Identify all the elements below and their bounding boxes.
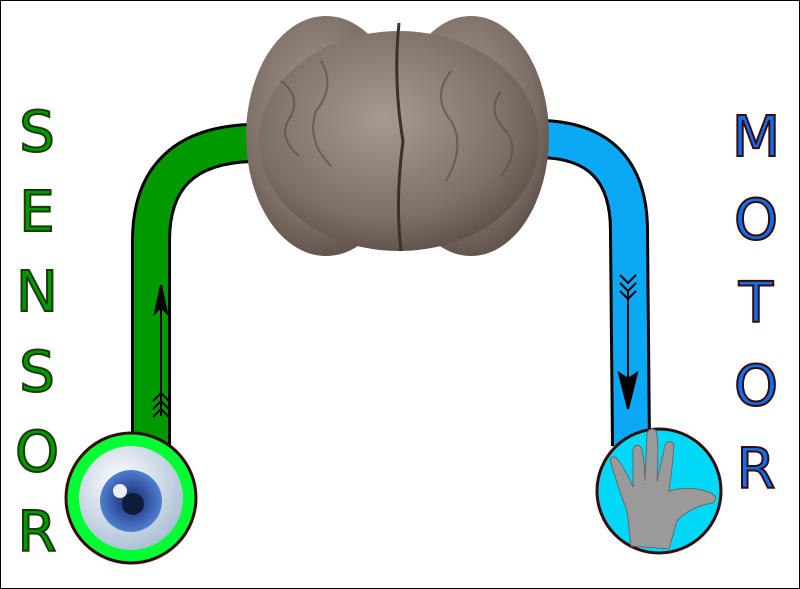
brain-icon: [246, 16, 549, 256]
hand-icon: [610, 428, 717, 550]
sensor-letter: O: [15, 420, 59, 485]
eye-icon: [79, 446, 183, 550]
up-arrow-icon: [152, 284, 170, 418]
motor-pathway: [539, 119, 651, 447]
eye-node: [64, 431, 198, 565]
hand-node: [595, 427, 723, 555]
sensor-letter: R: [18, 500, 57, 565]
sensor-letter: S: [19, 100, 55, 165]
down-arrow-icon: [617, 274, 639, 410]
motor-letter: O: [734, 354, 778, 419]
sensor-letter: S: [19, 340, 55, 405]
motor-letter: T: [738, 271, 774, 336]
sensor-letter: N: [16, 260, 58, 325]
motor-letter: O: [734, 188, 778, 253]
motor-letter: M: [732, 105, 780, 170]
sensor-letter: E: [19, 180, 54, 245]
motor-letter: R: [737, 437, 776, 502]
sensor-pathway: [131, 123, 253, 446]
